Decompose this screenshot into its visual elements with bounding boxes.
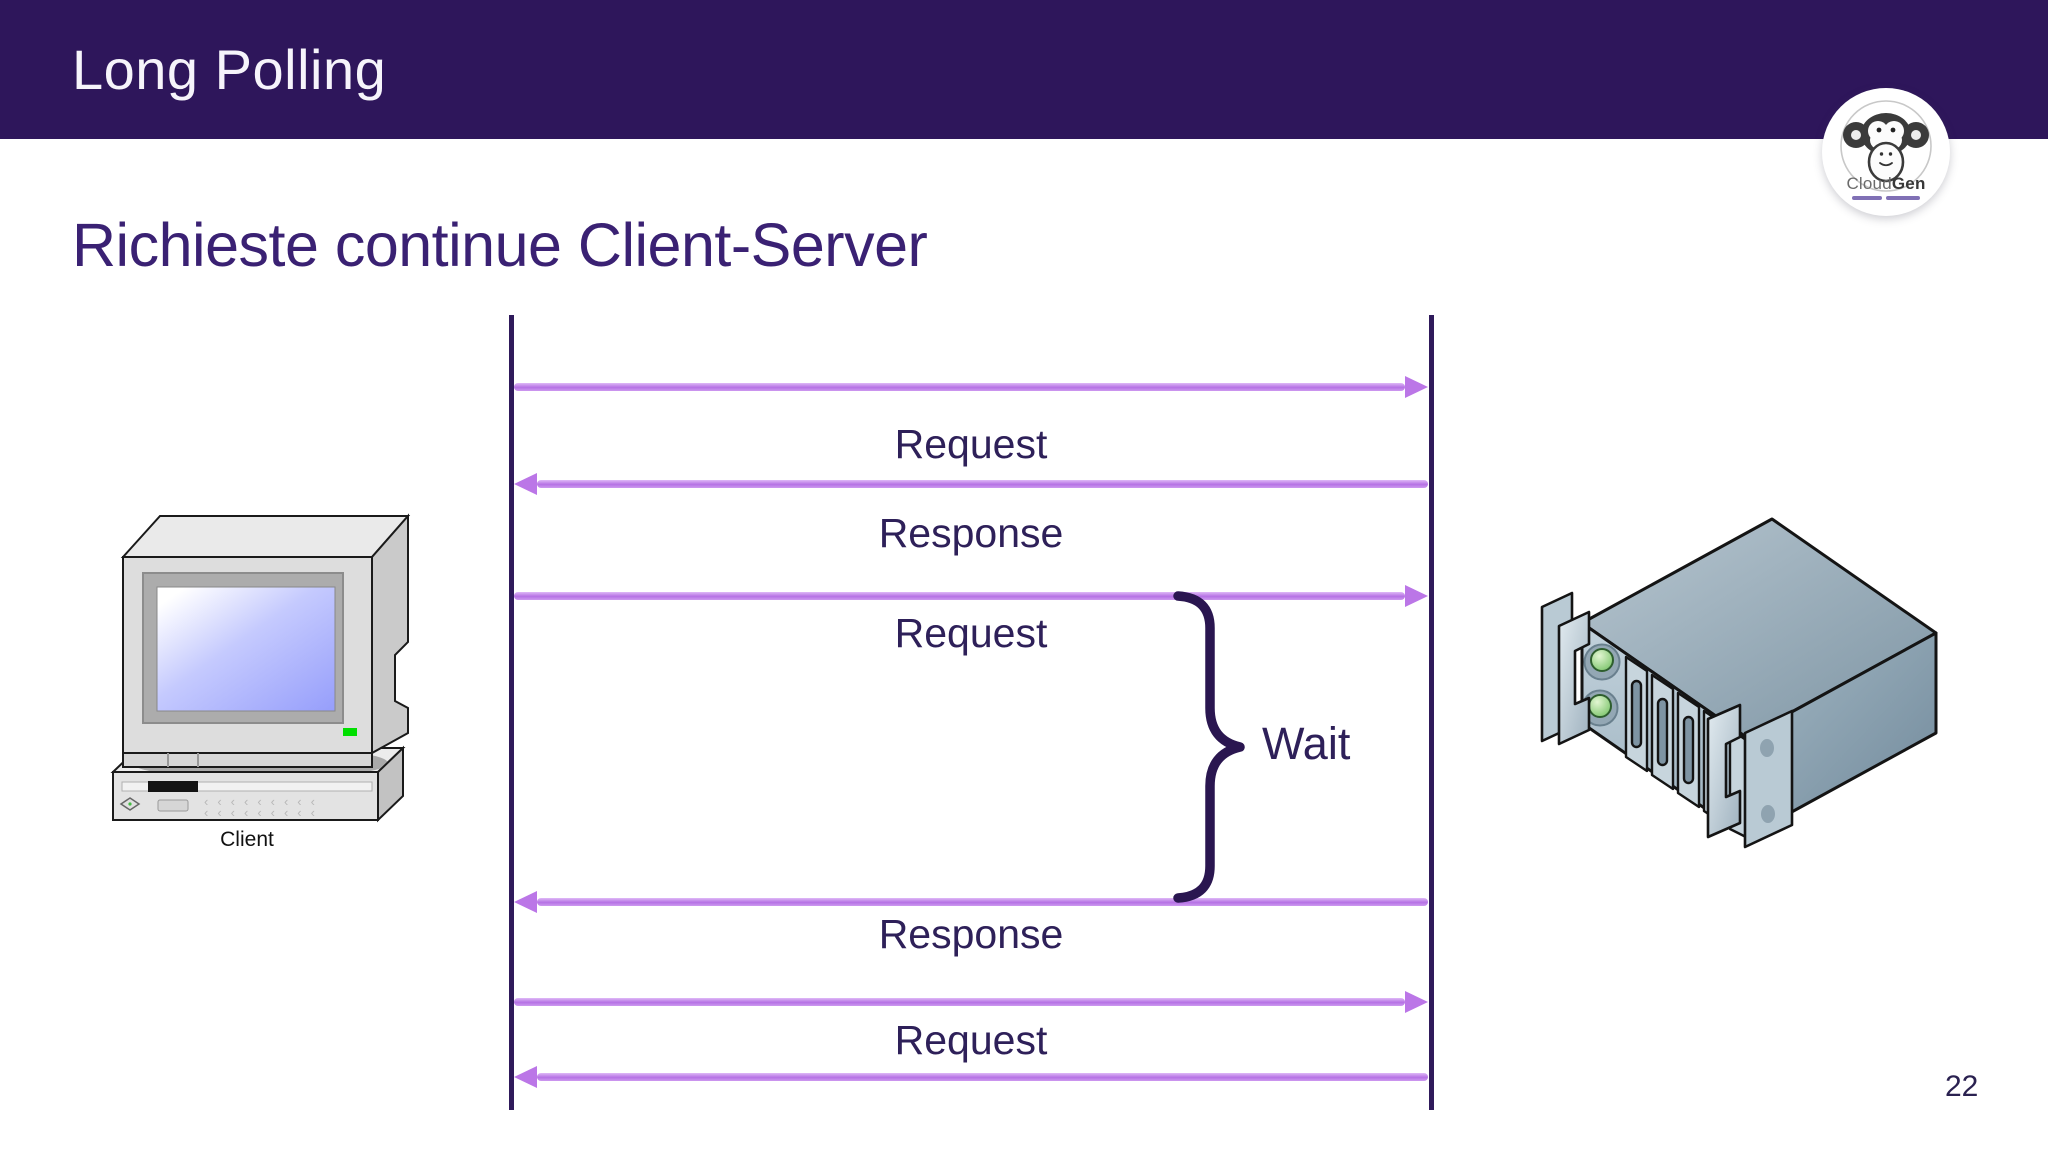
logo-brand-regular: Cloud [1846, 174, 1892, 193]
client-lifeline [509, 315, 514, 1110]
slide-title: Richieste continue Client-Server [72, 211, 928, 279]
arrowhead-left-icon [514, 891, 537, 913]
arrow-shaft [514, 592, 1405, 600]
right-rack-ear [1706, 703, 1794, 849]
page-number: 22 [1945, 1070, 1979, 1103]
message-label-request-1: Request [894, 421, 1048, 467]
arrowhead-right-icon [1405, 585, 1428, 607]
server-leds [1581, 643, 1621, 727]
crt-monitor [120, 513, 411, 768]
wait-label: Wait [1262, 718, 1351, 769]
left-rack-ear [1540, 591, 1591, 746]
desktop-computer-icon: ‹‹‹‹‹‹‹‹‹ ‹‹‹‹‹‹‹‹‹ [110, 513, 411, 823]
svg-text:‹‹‹‹‹‹‹‹‹: ‹‹‹‹‹‹‹‹‹ [204, 805, 324, 820]
client-label: Client [220, 828, 274, 851]
message-label-response-1: Response [878, 510, 1064, 556]
wait-brace-icon [1173, 591, 1245, 903]
slide-header-bar: Long Polling [0, 0, 2048, 139]
arrow-response-1 [514, 473, 1428, 495]
power-led [343, 728, 357, 736]
monitor-screen [156, 586, 336, 712]
arrow-shaft [514, 998, 1405, 1006]
arrow-response-3 [514, 1066, 1428, 1088]
cloudgen-logo: CloudGen [1822, 88, 1950, 216]
floppy-slot [148, 781, 198, 792]
logo-tagline-blur [1822, 196, 1950, 200]
arrowhead-right-icon [1405, 991, 1428, 1013]
logo-brand-bold: Gen [1891, 174, 1926, 193]
arrow-shaft [537, 1073, 1428, 1081]
arrow-shaft [537, 898, 1428, 906]
arrow-request-2 [514, 585, 1428, 607]
arrowhead-left-icon [514, 473, 537, 495]
slide-header-title: Long Polling [72, 38, 387, 101]
cloudgen-logo-wordmark: CloudGen [1822, 174, 1950, 194]
svg-text:‹‹‹‹‹‹‹‹‹: ‹‹‹‹‹‹‹‹‹ [204, 794, 324, 809]
message-label-request-3: Request [894, 1017, 1048, 1063]
arrow-shaft [537, 480, 1428, 488]
arrow-request-1 [514, 376, 1428, 398]
power-button [157, 799, 189, 812]
rack-server-icon [1540, 517, 1938, 849]
arrow-response-2 [514, 891, 1428, 913]
arrowhead-right-icon [1405, 376, 1428, 398]
server-lifeline [1429, 315, 1434, 1110]
arrow-request-3 [514, 991, 1428, 1013]
monkey-icon [1840, 100, 1932, 192]
arrowhead-left-icon [514, 1066, 537, 1088]
message-label-response-2: Response [878, 911, 1064, 957]
arrow-shaft [514, 383, 1405, 391]
message-label-request-2: Request [894, 610, 1048, 656]
